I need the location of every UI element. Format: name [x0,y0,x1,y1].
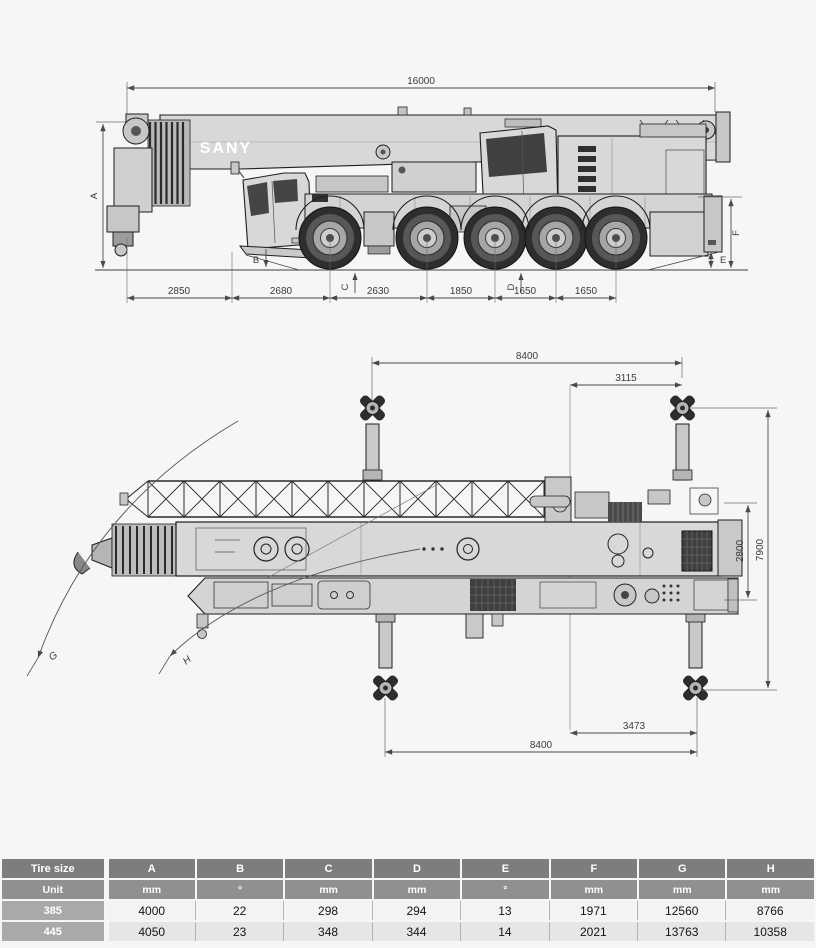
body-width-value: 2800 [735,539,746,562]
fenders [295,195,651,231]
value-cell: 4050 [106,922,195,941]
rear-span-value: 8400 [530,740,553,751]
windshield [247,182,269,216]
cab-window [486,133,547,177]
dim-label-C: C [340,283,351,290]
value-cell: 12560 [637,901,726,920]
value-cell: 294 [371,901,461,920]
dim-chain: 2850 2680 2630 1850 1650 1650 [126,238,617,303]
brand-logo-boom: SANY [200,140,252,157]
outrigger-pad [370,673,401,703]
value-cell: 13 [460,901,549,920]
value-cell: 344 [371,922,461,941]
value-cell: 14 [460,922,549,941]
unit-cell: mm [548,880,638,899]
outrigger-width-value: 7900 [755,538,766,561]
dim-label-B: B [253,255,259,266]
dim-label-D: D [506,283,517,290]
value-cell: 10358 [725,922,814,941]
header-cell: G [637,859,726,878]
unit-cell: mm [637,880,726,899]
header-cell: H [725,859,814,878]
header-cell: E [460,859,549,878]
unit-cell: mm [725,880,814,899]
unit-cell: mm [283,880,372,899]
mirror [230,161,240,175]
table-header-row: Tire size A B C D E F G H [2,859,814,878]
dim-label-F: F [731,230,742,236]
value-cell: 13763 [637,922,726,941]
table-unit-row: Unit mm ° mm mm ° mm mm mm [2,880,814,899]
tire-size-cell: 385 [2,901,107,920]
total-length-value: 16000 [407,76,435,87]
chain-dim-value: 1650 [514,286,537,297]
rear-offset-value: 3473 [623,721,646,732]
tire-size-cell: 445 [2,922,107,941]
header-cell: C [283,859,372,878]
boom-head [106,113,191,257]
dim-label-H: H [181,654,194,668]
swing-arc-H [169,548,421,657]
value-cell: 2021 [548,922,638,941]
unit-cell: ° [460,880,549,899]
dim-label-A: A [89,192,100,199]
door-window [273,179,298,203]
chain-dim-value: 1650 [575,286,598,297]
value-cell: 348 [283,922,372,941]
dim-label-G: G [47,650,60,664]
chain-dim-value: 2630 [367,286,390,297]
header-cell: B [194,859,284,878]
header-cell: F [548,859,638,878]
side-view-diagram: 16000 A SANY [89,76,748,303]
rear-toolbox [649,211,709,257]
value-cell: 22 [194,901,284,920]
chain-dim-value: 1850 [450,286,473,297]
unit-cell: Unit [2,880,107,899]
boom-top [73,482,743,613]
front-offset-value: 3115 [615,373,637,384]
value-cell: 1971 [548,901,638,920]
truck-cab [230,161,312,259]
lattice-jib-top [119,476,572,524]
unit-cell: mm [106,880,195,899]
header-cell: A [106,859,195,878]
carrier-top [187,577,739,639]
header-cell: D [371,859,461,878]
outrigger-pad [357,393,388,423]
tire-spec-table: Tire size A B C D E F G H Unit mm ° mm m… [2,857,814,943]
top-view-diagram: 8400 3115 [26,351,777,757]
value-cell: 23 [194,922,284,941]
table-row: 445 4050 23 348 344 14 2021 13763 10358 [2,922,814,941]
operator-cab [479,118,559,214]
chain-dim-value: 2850 [168,286,191,297]
outrigger-pad [680,673,711,703]
value-cell: 8766 [725,901,814,920]
front-outrigger-box [363,211,395,247]
value-cell: 298 [283,901,372,920]
header-cell: Tire size [2,859,107,878]
unit-cell: ° [194,880,284,899]
value-cell: 4000 [106,901,195,920]
chain-dim-value: 2680 [270,286,293,297]
front-span-value: 8400 [516,351,539,362]
swing-arc-G [37,420,239,659]
dim-label-E: E [720,255,726,266]
crane-dimension-drawing: 16000 A SANY [26,76,777,757]
unit-cell: mm [371,880,461,899]
table-row: 385 4000 22 298 294 13 1971 12560 8766 [2,901,814,920]
